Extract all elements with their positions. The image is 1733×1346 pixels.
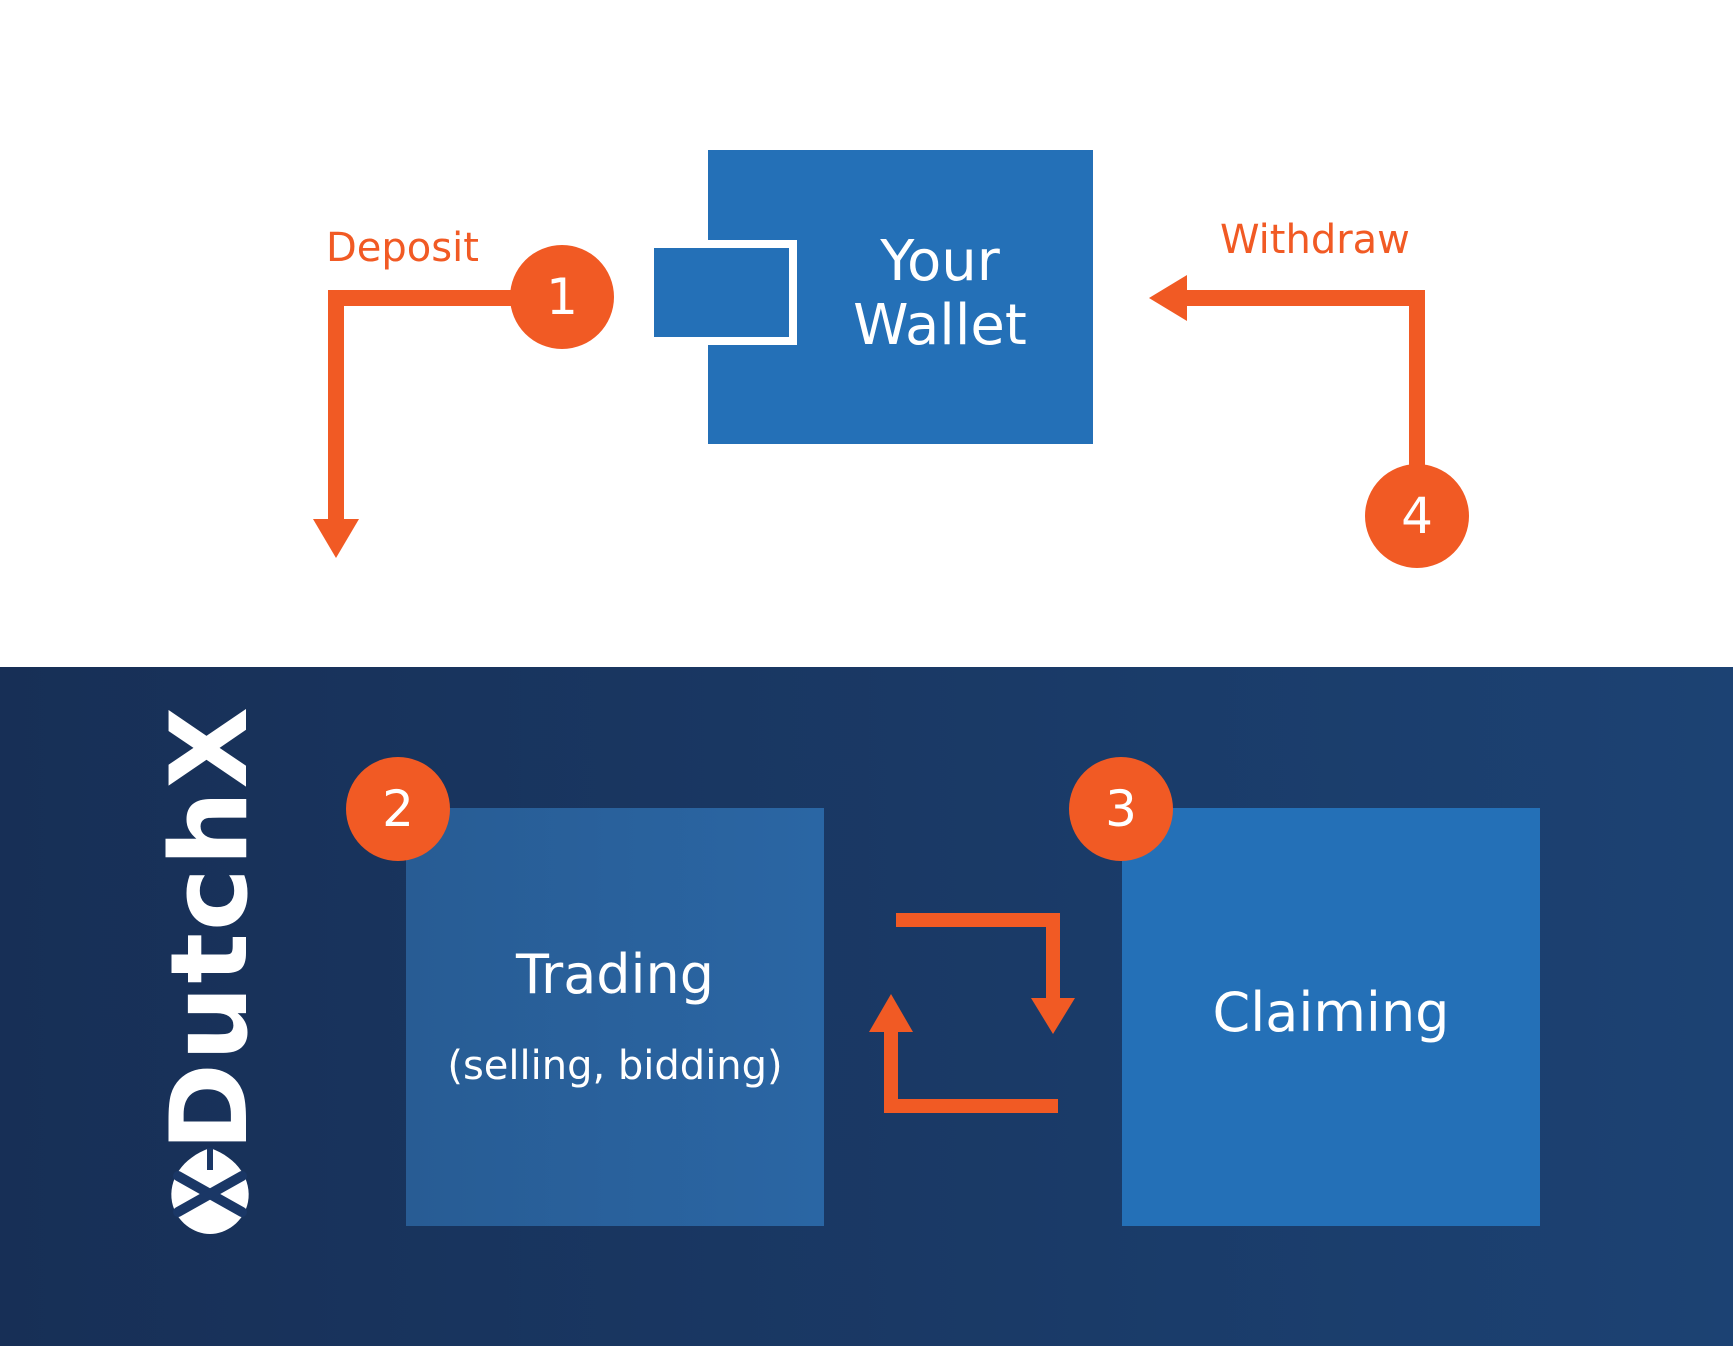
- trading-subtitle: (selling, bidding): [447, 1043, 783, 1089]
- withdraw-arrow-head: [1149, 275, 1187, 321]
- withdraw-label: Withdraw: [1220, 217, 1410, 263]
- step-badge-3: 3: [1069, 757, 1173, 861]
- step-badge-4: 4: [1365, 464, 1469, 568]
- step-badge-1: 1: [510, 245, 614, 349]
- dutchx-logo-mark-icon: [171, 1148, 249, 1234]
- trading-to-claiming-head: [1031, 998, 1075, 1034]
- trading-to-claiming-line: [896, 913, 1060, 1002]
- wallet-clasp: [654, 240, 797, 345]
- deposit-arrow-line: [328, 290, 560, 522]
- claiming-to-trading-head: [869, 994, 913, 1032]
- brand-name-text: DutchX: [148, 704, 271, 1152]
- claiming-to-trading-line: [884, 1028, 1058, 1113]
- deposit-arrow-head: [313, 519, 359, 558]
- trading-box: [406, 808, 824, 1226]
- wallet-title: Your Wallet: [853, 229, 1027, 358]
- trading-title: Trading: [515, 943, 715, 1006]
- claiming-title: Claiming: [1212, 981, 1450, 1044]
- withdraw-arrow-line: [1184, 290, 1425, 470]
- step-badge-2: 2: [346, 757, 450, 861]
- deposit-label: Deposit: [326, 225, 479, 271]
- claiming-box: [1122, 808, 1540, 1226]
